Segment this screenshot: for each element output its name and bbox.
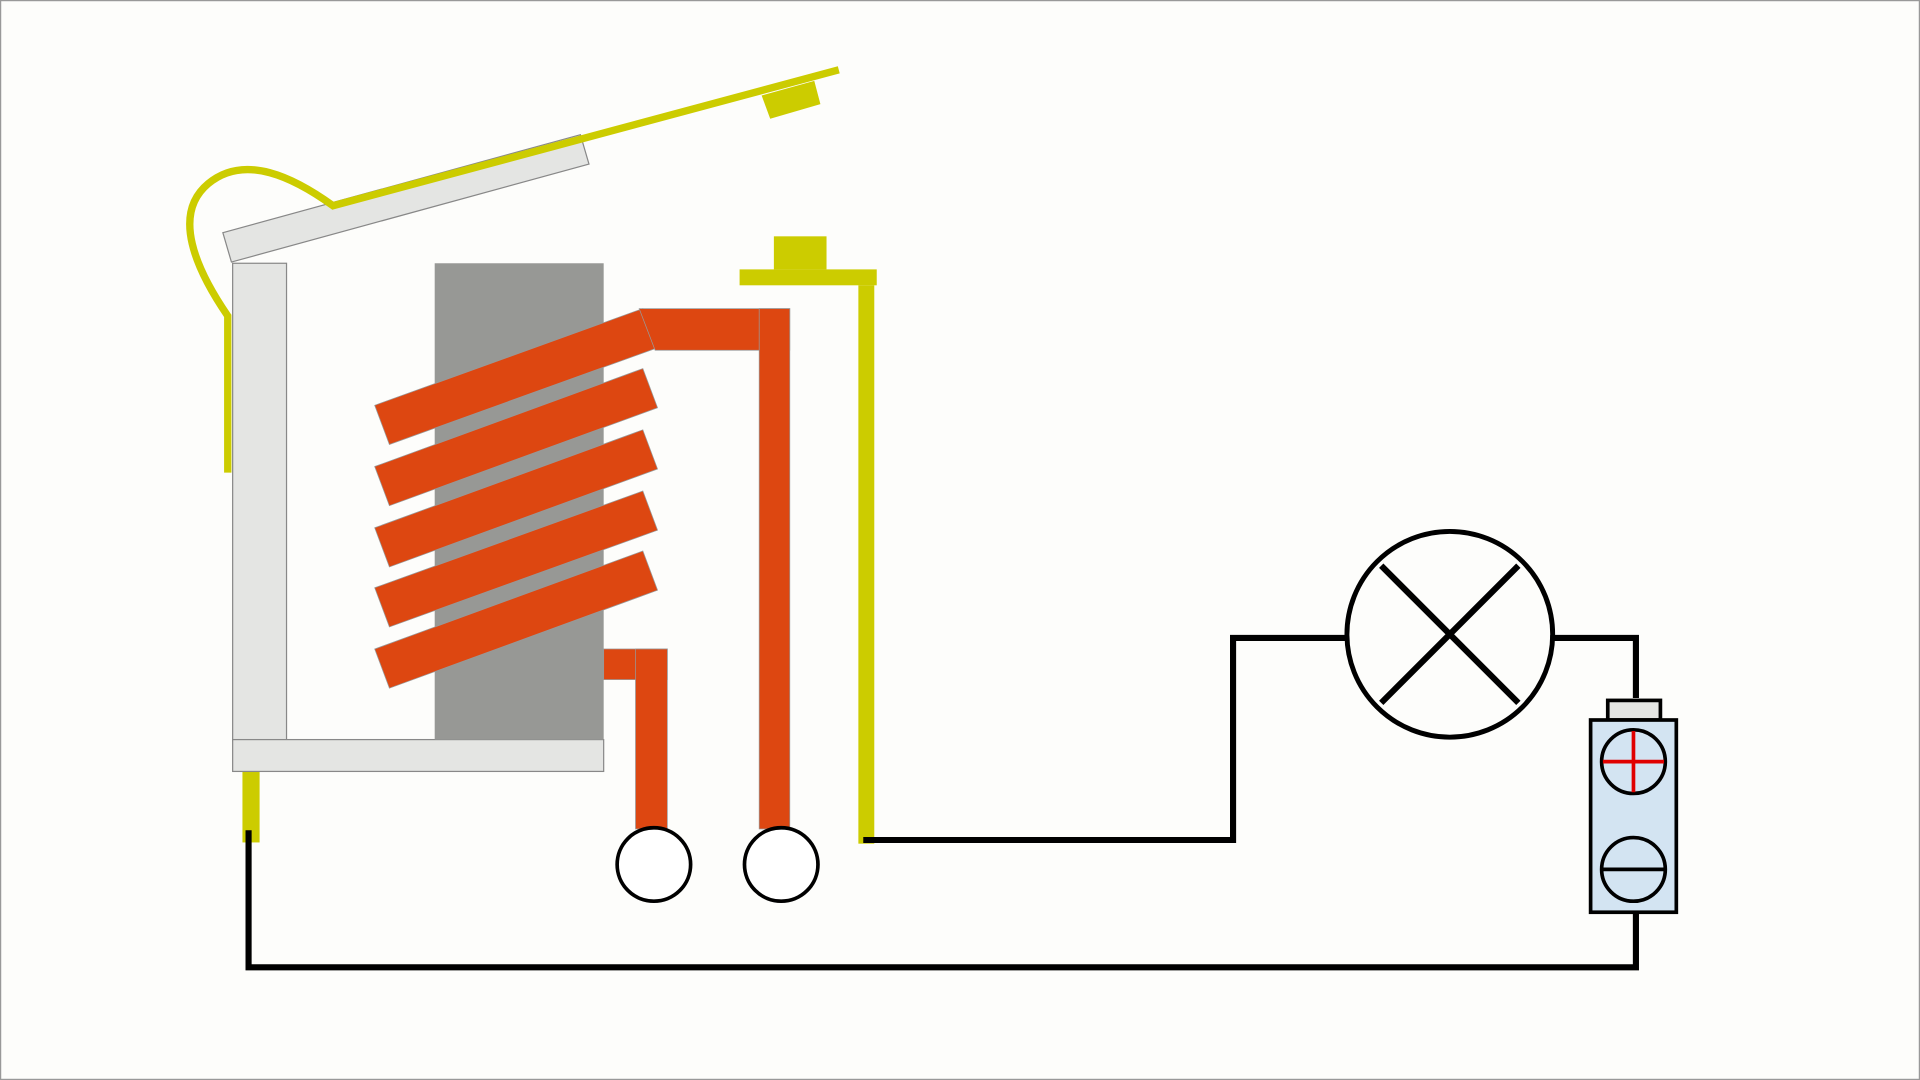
wire-lamp-to-battery xyxy=(1550,634,1639,698)
battery-cap xyxy=(1605,698,1663,722)
coil-terminal-2[interactable] xyxy=(742,825,820,904)
wire-battery-to-frame xyxy=(245,830,1639,971)
coil-winding xyxy=(374,429,659,568)
yoke-base xyxy=(232,738,605,773)
armature xyxy=(222,133,590,263)
coil-lead-bottom-vertical xyxy=(635,648,668,830)
moving-contact-spring xyxy=(186,66,840,473)
fixed-contact-tip xyxy=(773,236,827,270)
coil-winding xyxy=(374,490,659,628)
battery-icon xyxy=(1588,698,1679,915)
coil-lead-top-vertical xyxy=(758,308,791,830)
wire-contact-to-lamp xyxy=(863,634,1347,844)
coil-winding xyxy=(374,550,659,689)
coil-winding xyxy=(374,368,659,507)
coil-terminal-1[interactable] xyxy=(615,825,693,904)
battery-plus-icon xyxy=(1599,727,1668,796)
moving-contact-tip xyxy=(761,80,821,119)
coil xyxy=(374,308,791,830)
yoke-vertical xyxy=(232,262,288,742)
battery-minus-icon xyxy=(1599,835,1668,904)
lamp-icon xyxy=(1344,528,1556,740)
frame-contact-lead xyxy=(242,768,260,843)
fixed-contact-bar xyxy=(739,269,877,286)
fixed-contact-lead xyxy=(858,285,875,844)
